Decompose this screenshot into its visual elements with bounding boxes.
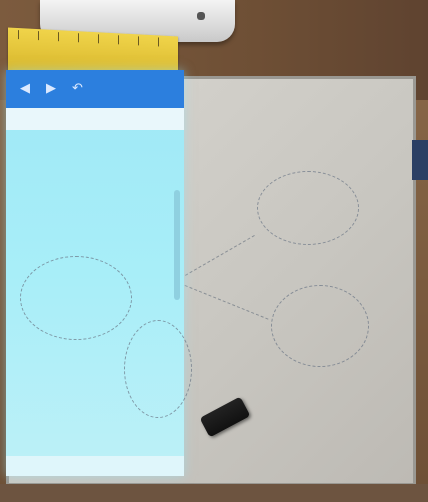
projected-breadcrumb	[6, 108, 184, 130]
ruler-tick	[158, 37, 159, 47]
projector-lens-icon	[197, 12, 205, 20]
projected-taskbar	[6, 456, 184, 476]
undo-icon: ↶	[72, 81, 83, 96]
wall-trim	[0, 484, 428, 502]
ruler-tick	[38, 31, 39, 41]
projected-screen: ◀ ▶ ↶	[6, 70, 192, 476]
ruler-tick	[78, 33, 79, 43]
ruler-tick	[58, 32, 59, 42]
connector-line	[184, 285, 269, 320]
ruler-tick	[138, 36, 139, 46]
projected-app-toolbar: ◀ ▶ ↶	[6, 70, 184, 108]
mindmap-bubble	[20, 256, 132, 340]
ruler-tick	[118, 35, 119, 45]
ruler-tick	[18, 30, 19, 40]
forward-arrow-icon: ▶	[46, 81, 56, 96]
connector-line	[185, 235, 255, 276]
mindmap-bubble	[271, 285, 369, 367]
back-arrow-icon: ◀	[20, 81, 30, 96]
wall-poster	[412, 140, 428, 180]
projected-scrollbar	[174, 190, 180, 300]
mindmap-bubble	[257, 171, 359, 245]
ruler-tick	[98, 34, 99, 44]
mindmap-bubble	[124, 320, 192, 418]
